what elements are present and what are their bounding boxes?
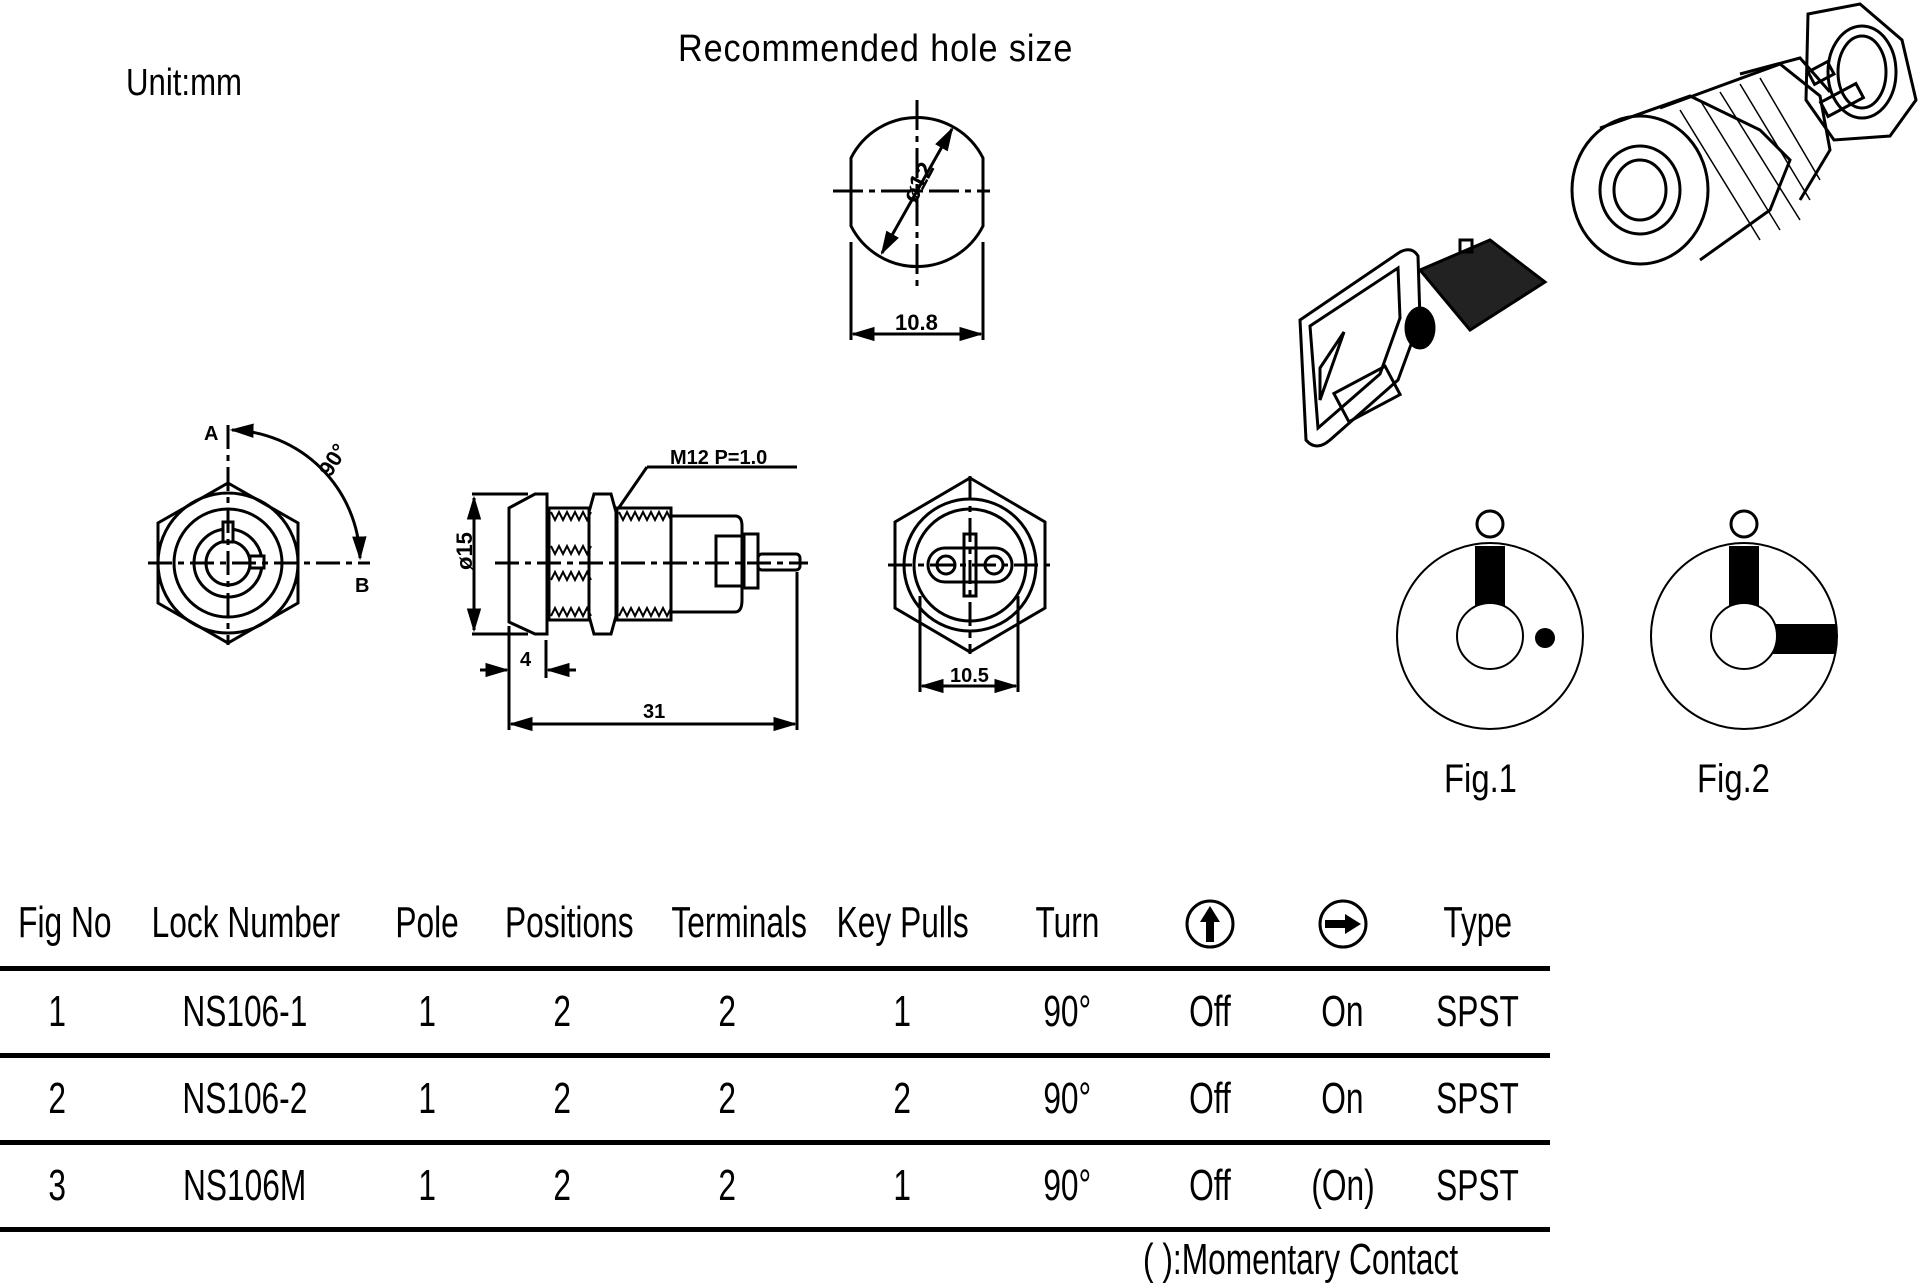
flange-width-label: 4: [520, 649, 532, 671]
isometric-illustration: [1298, 2, 1918, 448]
table-header-row: Fig No Lock Number Pole Positions Termin…: [0, 880, 1550, 971]
cell-terminals: 2: [645, 1142, 810, 1232]
position-a-label: A: [204, 423, 218, 445]
header-turn: Turn: [995, 880, 1140, 971]
table-row: 1 NS106-1 1 2 2 1 90° Off On SPST: [0, 968, 1550, 1058]
cell-lock-number: NS106-1: [115, 968, 375, 1058]
overall-length-label: 31: [643, 701, 665, 723]
cell-type: SPST: [1405, 1055, 1550, 1145]
cell-fig-no: 1: [0, 968, 115, 1058]
fig2-right-bar: [1770, 624, 1836, 654]
fig1-caption: Fig.1: [1444, 757, 1517, 801]
hex-nut-side: [587, 492, 618, 636]
cell-positions: 2: [480, 1142, 645, 1232]
cell-fig-no: 3: [0, 1142, 115, 1232]
position-diagram-fig2: [1650, 509, 1838, 730]
fig1-top-marker: [1475, 509, 1505, 539]
cell-right-state: On: [1280, 968, 1405, 1058]
cell-right-state: (On): [1280, 1142, 1405, 1232]
cell-turn: 90°: [995, 1142, 1140, 1232]
position-diagram-fig1: [1396, 509, 1584, 730]
flange-diameter-label: ø15: [452, 532, 477, 570]
header-lock-number: Lock Number: [115, 880, 375, 971]
hole-diameter-dim: [880, 126, 954, 256]
cell-key-pulls: 1: [810, 968, 995, 1058]
table-row: 2 NS106-2 1 2 2 2 90° Off On SPST: [0, 1055, 1550, 1145]
cell-pole: 1: [375, 1055, 480, 1145]
header-right-position: [1280, 880, 1405, 971]
hole-size-title: Recommended hole size: [678, 28, 1074, 70]
cell-type: SPST: [1405, 968, 1550, 1058]
hex-nut-illustration: [1804, 2, 1918, 142]
cell-key-pulls: 2: [810, 1055, 995, 1145]
cell-right-state: On: [1280, 1055, 1405, 1145]
hole-outline: [849, 116, 985, 268]
cell-terminals: 2: [645, 968, 810, 1058]
circled-right-arrow-icon: [1318, 899, 1367, 949]
cell-up-state: Off: [1140, 968, 1280, 1058]
cell-type: SPST: [1405, 1142, 1550, 1232]
cell-turn: 90°: [995, 1055, 1140, 1145]
key-illustration: [1298, 238, 1548, 448]
header-key-pulls: Key Pulls: [810, 880, 995, 971]
flange-outline: [507, 492, 549, 636]
header-terminals: Terminals: [645, 880, 810, 971]
table-row: 3 NS106M 1 2 2 1 90° Off (On) SPST: [0, 1142, 1550, 1232]
hole-diameter-label: ø12: [897, 158, 940, 207]
lock-body-illustration: [1570, 56, 1866, 266]
hole-width-label: 10.8: [895, 310, 938, 335]
rear-view-drawing: 10.5: [888, 476, 1052, 694]
cell-pole: 1: [375, 1142, 480, 1232]
cell-lock-number: NS106M: [115, 1142, 375, 1232]
fig2-top-marker: [1729, 509, 1759, 539]
cell-positions: 2: [480, 1055, 645, 1145]
cell-pole: 1: [375, 968, 480, 1058]
rotation-angle-label: 90°: [314, 439, 353, 480]
cell-lock-number: NS106-2: [115, 1055, 375, 1145]
header-up-position: [1140, 880, 1280, 971]
cell-key-pulls: 1: [810, 1142, 995, 1232]
unit-label: Unit:mm: [126, 62, 242, 104]
cell-up-state: Off: [1140, 1055, 1280, 1145]
side-view-drawing: M12 P=1.0 ø15 4 31: [452, 447, 808, 732]
spec-table-container: Fig No Lock Number Pole Positions Termin…: [0, 880, 1550, 1232]
header-positions: Positions: [480, 880, 645, 971]
front-view-drawing: A B 90°: [148, 423, 370, 645]
cell-positions: 2: [480, 968, 645, 1058]
cell-turn: 90°: [995, 968, 1140, 1058]
hole-size-drawing: ø12 10.8: [833, 100, 990, 342]
cell-fig-no: 2: [0, 1055, 115, 1145]
header-type: Type: [1405, 880, 1550, 971]
fig2-caption: Fig.2: [1697, 757, 1770, 801]
cell-up-state: Off: [1140, 1142, 1280, 1232]
header-pole: Pole: [375, 880, 480, 971]
position-b-label: B: [355, 575, 369, 597]
fig1-right-dot: [1535, 628, 1555, 648]
circled-up-arrow-icon: [1185, 899, 1235, 949]
header-fig-no: Fig No: [0, 880, 115, 971]
momentary-contact-note: ( ):Momentary Contact: [1143, 1235, 1459, 1284]
rotation-arc: [229, 423, 367, 561]
rear-width-label: 10.5: [950, 665, 989, 687]
body-outline: [669, 514, 744, 614]
spec-table: Fig No Lock Number Pole Positions Termin…: [0, 880, 1550, 1232]
technical-drawing: ø12 10.8 A B 90°: [148, 2, 1918, 732]
cell-terminals: 2: [645, 1055, 810, 1145]
thread-spec-label: M12 P=1.0: [670, 447, 767, 469]
